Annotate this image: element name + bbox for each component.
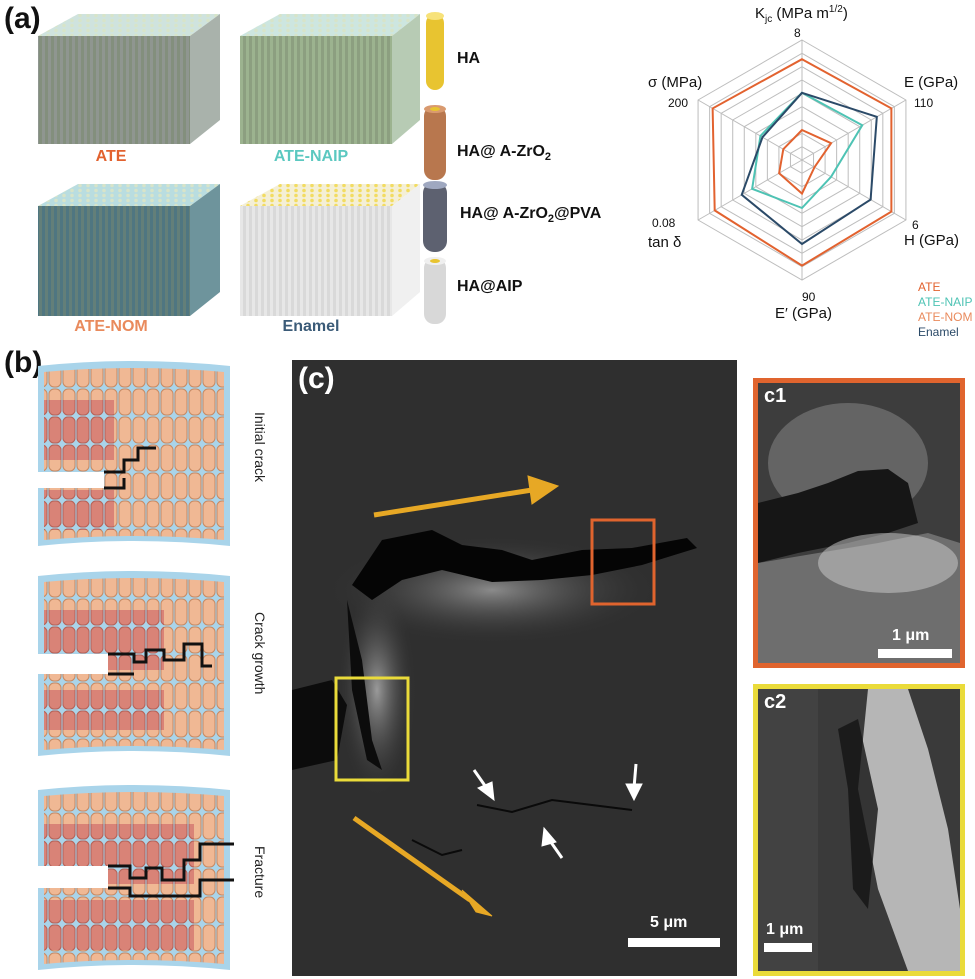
scale-bar-c [628, 938, 720, 947]
rod-icons [423, 12, 447, 324]
scale-bar-c2 [764, 943, 812, 952]
panel-a-label: (a) [4, 2, 41, 35]
axis-e-max: 110 [914, 96, 934, 110]
sem-image [292, 360, 737, 976]
crack-direction-arrows [352, 475, 560, 917]
ate-nom-block [38, 184, 220, 316]
enamel-label: Enamel [282, 318, 340, 335]
ate-nom-label: ATE-NOM [74, 318, 148, 335]
ate-label: ATE [95, 148, 127, 165]
radar-series-ate-nom [778, 128, 833, 196]
scale-bar-c1-label: 1 μm [892, 627, 930, 644]
axis-kjc-max: 8 [794, 26, 801, 40]
ha-rod-icon [426, 12, 444, 90]
axis-e-label: E (GPa) [904, 74, 959, 91]
axis-eprime-label: E′ (GPa) [775, 305, 832, 322]
c1-region-box [590, 518, 656, 606]
axis-h-max: 6 [912, 218, 919, 232]
legend-ate-naip: ATE-NAIP [918, 295, 973, 309]
ate-block [38, 14, 220, 144]
panel-b-label: (b) [4, 346, 43, 379]
radar-axis-line [801, 99, 907, 161]
initial-crack-label: Initial crack [252, 412, 268, 483]
crack-stage-diagrams [34, 361, 234, 970]
crack-growth-diagram [34, 571, 230, 756]
radar-series-enamel [740, 91, 878, 246]
ha-zro2-legend-label: HA@ A-ZrO2 [457, 143, 552, 164]
fracture-label: Fracture [252, 846, 268, 899]
radar-axis-line [801, 159, 907, 221]
enamel-block [240, 184, 420, 316]
axis-kjc-label: Kjc (MPa m1/2) [755, 4, 848, 25]
c2-region-box [334, 676, 410, 782]
panel-c-label: (c) [298, 362, 335, 395]
ha-aip-legend-label: HA@AIP [457, 278, 523, 295]
microcrack-arrows [472, 763, 643, 859]
sem-micrograph-c2: c2 1 μm [753, 684, 965, 976]
sem-c2-image [758, 689, 960, 971]
ha-zro2-pva-legend-label: HA@ A-ZrO2@PVA [460, 205, 602, 226]
legend-enamel: Enamel [918, 325, 959, 339]
panel-c1-label: c1 [764, 385, 787, 407]
crack-growth-label: Crack growth [252, 612, 268, 695]
structure-blocks [38, 14, 420, 316]
axis-h-label: H (GPa) [904, 232, 960, 249]
legend-ate-nom: ATE-NOM [918, 310, 973, 324]
radar-axis-line [697, 99, 803, 161]
initial-crack-diagram [34, 361, 230, 546]
ate-naip-label: ATE-NAIP [273, 148, 349, 165]
axis-sigma-label: σ (MPa) [648, 74, 703, 91]
radar-series-ate-naip [751, 91, 864, 210]
radar-series-ate [711, 58, 893, 267]
scale-bar-c1 [878, 649, 952, 658]
fracture-diagram [34, 785, 234, 970]
axis-tand-max: 0.08 [652, 216, 676, 230]
axis-sigma-max: 200 [668, 96, 689, 110]
ha-legend-label: HA [457, 50, 481, 67]
ha-aip-rod-icon [424, 257, 446, 324]
scale-bar-c-label: 5 μm [650, 914, 688, 931]
axis-tand-label: tan δ [648, 234, 682, 251]
radar-chart [697, 39, 907, 281]
axis-eprime-max: 90 [802, 290, 816, 304]
panel-c2-label: c2 [764, 691, 787, 713]
radar-legend: ATE ATE-NAIP ATE-NOM Enamel [918, 280, 972, 340]
scale-bar-c2-label: 1 μm [766, 921, 804, 938]
sem-micrograph-c1: c1 1 μm [753, 378, 965, 668]
ate-naip-block [240, 14, 420, 144]
ha-zro2-rod-icon [424, 105, 446, 180]
sem-c1-image [758, 383, 960, 663]
legend-ate: ATE [918, 280, 941, 294]
sem-micrograph-main: (c) 5 μm [292, 360, 737, 976]
ha-zro2-pva-rod-icon [423, 181, 447, 252]
